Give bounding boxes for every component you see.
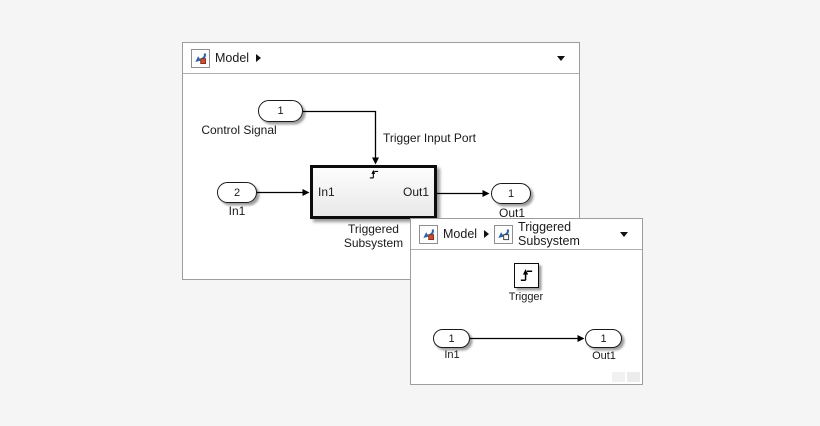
outport-out1-label: Out1 [498, 206, 525, 220]
breadcrumb-dropdown-icon[interactable] [557, 55, 565, 61]
annotation-trigger-input-port: Trigger Input Port [383, 131, 476, 145]
trigger-glyph-icon [520, 269, 533, 281]
triggered-subsystem-name: Triggered Subsystem [311, 222, 436, 250]
port-number: 1 [448, 332, 455, 345]
model-icon [191, 48, 210, 68]
port-number: 1 [507, 187, 515, 200]
inport-in1-label: In1 [444, 349, 460, 361]
inport-in1[interactable]: 2 [217, 182, 257, 203]
triggered-subsystem-block[interactable]: In1 Out1 [310, 165, 437, 219]
port-number: 2 [233, 186, 241, 199]
triggered-subsystem-name-line2: Subsystem [343, 236, 404, 250]
port-number: 1 [277, 105, 284, 117]
inport-in1[interactable]: 1 [433, 329, 470, 348]
outport-out1-label: Out1 [592, 350, 616, 362]
inport-in1-label: In1 [228, 204, 246, 218]
breadcrumb-item-triggered-subsystem[interactable]: Triggered Subsystem [494, 220, 615, 248]
breadcrumb-model-label: Model [215, 51, 250, 65]
subsystem-window: Model Triggered Subsystem [410, 218, 643, 385]
block-port-in-label: In1 [318, 185, 335, 199]
breadcrumb-bar: Model Triggered Subsystem [411, 219, 642, 250]
block-port-out-label: Out1 [402, 185, 429, 199]
model-icon [419, 224, 438, 244]
port-number: 1 [600, 332, 607, 345]
trigger-port-icon [368, 169, 379, 180]
triggered-subsystem-name-line1: Triggered [348, 222, 399, 236]
outport-out1[interactable]: 1 [491, 183, 531, 204]
subsystem-icon [494, 224, 514, 244]
inport-control-signal-label: Control Signal [201, 123, 277, 137]
breadcrumb-separator-icon [484, 230, 490, 238]
breadcrumb-bar: Model [183, 43, 579, 74]
model-window: Model 1 Control Signal Trigger Input Por… [182, 42, 580, 280]
breadcrumb-item-model[interactable]: Model [191, 48, 250, 68]
subsystem-canvas[interactable]: Trigger 1 In1 1 Out1 [411, 250, 642, 384]
breadcrumb-dropdown-icon[interactable] [620, 231, 628, 237]
window-resize-grip[interactable] [612, 372, 640, 382]
breadcrumb-item-model[interactable]: Model [419, 224, 478, 244]
breadcrumb-expand-icon[interactable] [256, 54, 262, 62]
breadcrumb-subsystem-label: Triggered Subsystem [518, 220, 580, 248]
inport-control-signal[interactable]: 1 [258, 100, 303, 122]
trigger-block-label: Trigger [508, 291, 544, 303]
trigger-block[interactable] [514, 263, 539, 288]
breadcrumb-model-label: Model [443, 227, 478, 241]
outport-out1[interactable]: 1 [585, 329, 622, 348]
